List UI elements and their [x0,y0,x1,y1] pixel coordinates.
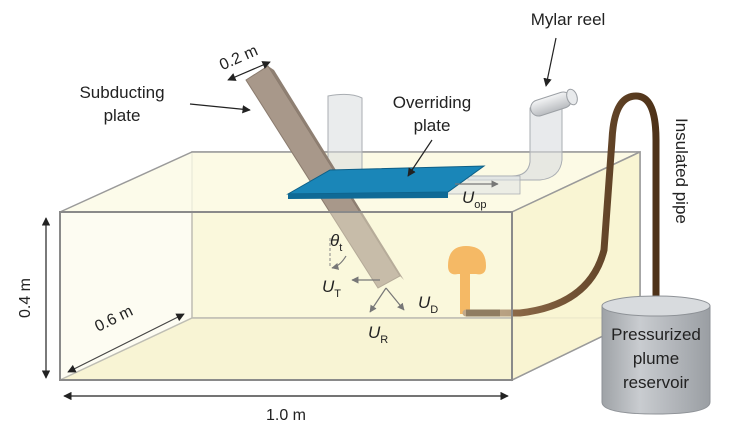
velocity-vectors [329,180,499,313]
symbol-u-op: Uop [462,188,487,211]
height-label: 0.4 m [17,278,34,318]
overriding-plate-label-line2: plate [414,116,451,135]
tank-front-face [59,211,513,381]
reservoir: Pressurized plume reservoir [601,295,711,415]
subducting-plate-label-line2: plate [104,106,141,125]
overriding-plate-pointer [407,139,433,177]
mylar-reel-pointer [543,37,557,87]
subducting-plate-pointer [189,103,251,114]
reservoir-label-line2: plume [633,349,679,368]
overriding-plate-label-line1: Overriding [393,93,471,112]
symbol-u-r: UR [368,323,388,346]
length-label: 1.0 m [266,407,306,424]
dimension-height: 0.4 m [17,217,51,379]
symbol-theta-t: θt [330,231,342,254]
insulated-pipe-label: Insulated pipe [672,118,691,224]
plume [448,246,486,314]
symbol-u-d: UD [418,293,438,316]
reservoir-label-line3: reservoir [623,373,689,392]
subducting-plate-label-line1: Subducting [79,83,164,102]
insulated-pipe [462,92,660,317]
overriding-plate [286,165,486,199]
dimension-length: 1.0 m [63,391,509,424]
reservoir-label-line1: Pressurized [611,325,701,344]
mylar-reel-label: Mylar reel [531,10,606,29]
symbol-u-t: UT [322,277,341,300]
mylar-reel [530,88,578,117]
